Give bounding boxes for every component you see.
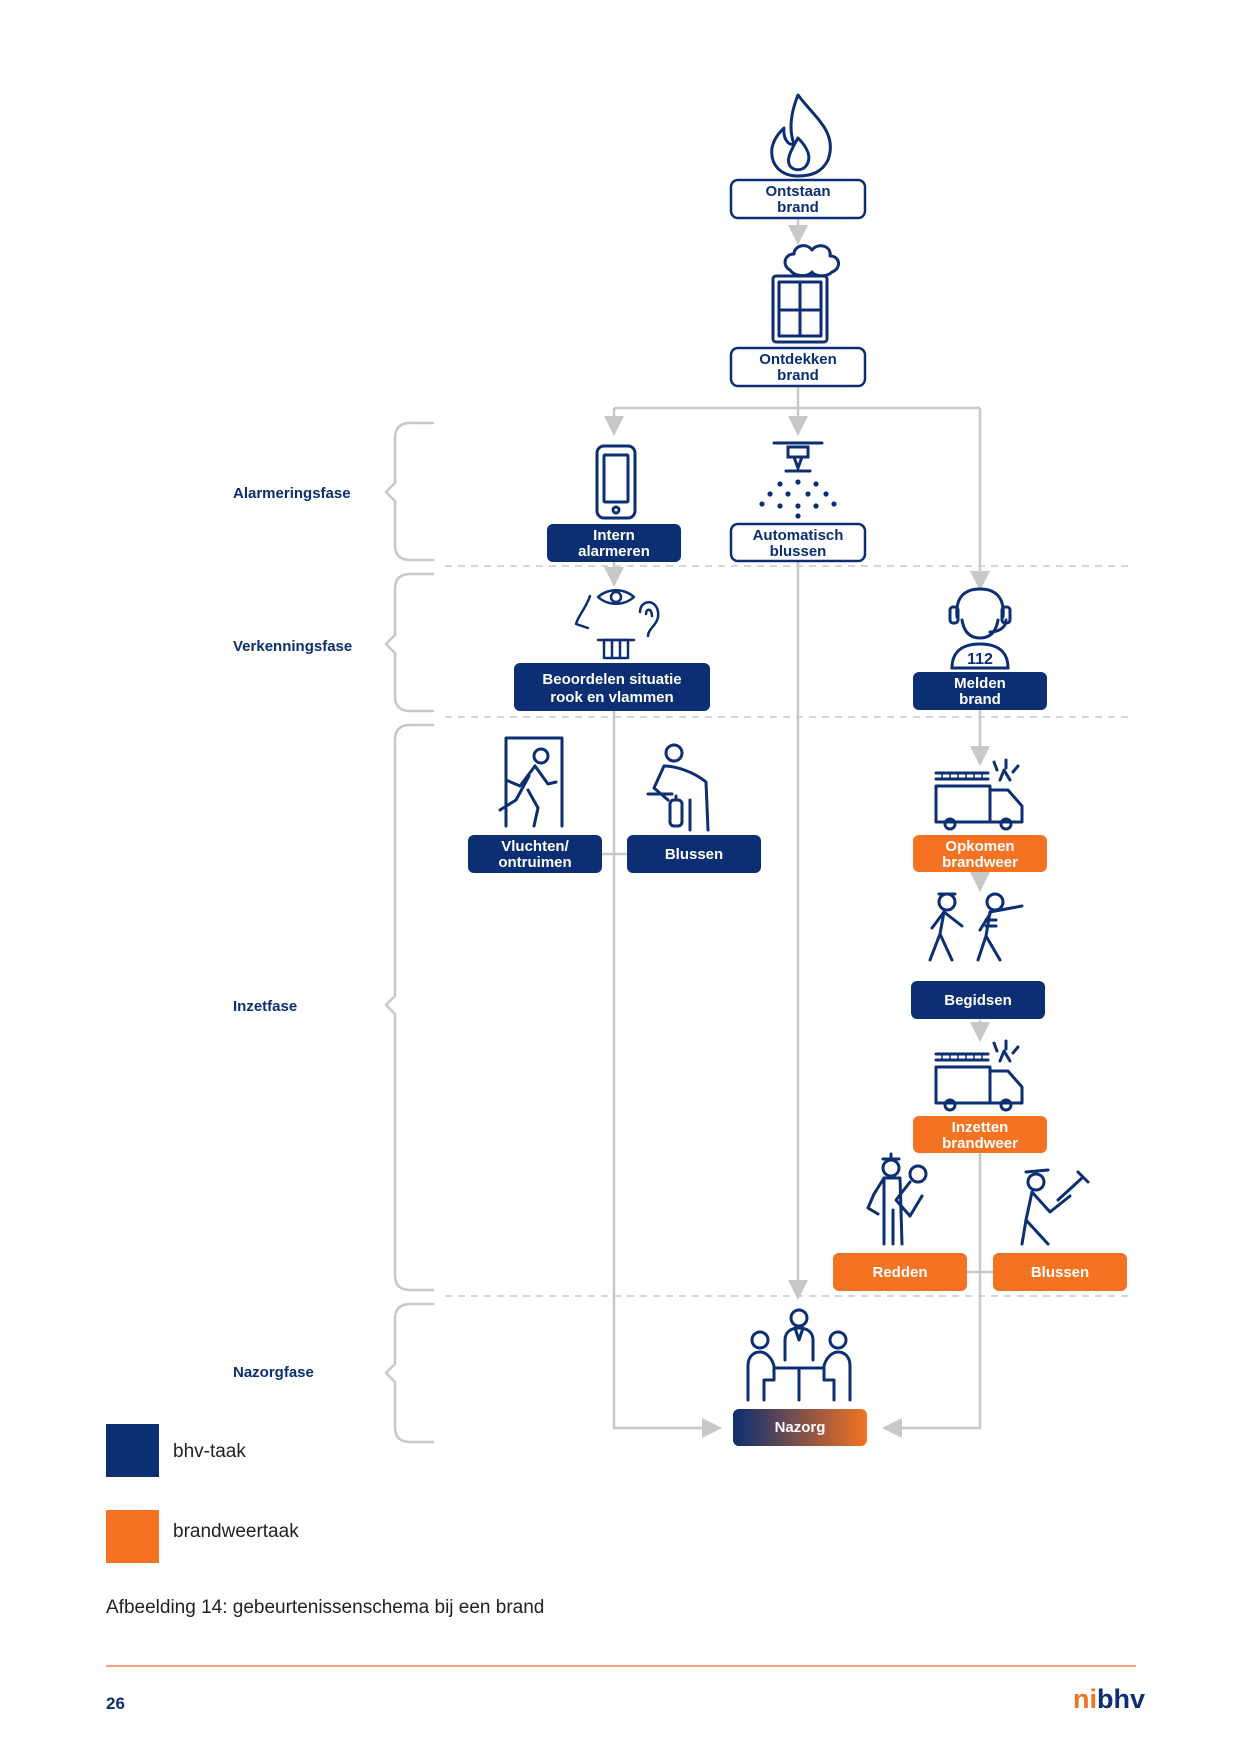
legend-label-brandweer: brandweertaak [173,1521,299,1542]
hose-firefighter-icon [1020,1168,1090,1246]
node-inzetten-line2: brandweer [942,1135,1018,1152]
node-intern-line1: Intern [593,527,635,544]
node-beoordelen-line1: Beoordelen situatie [542,671,681,688]
node-ontdekken-line2: brand [777,367,819,384]
node-melden-line1: Melden [954,675,1006,692]
nibhv-logo: nibhv [1073,1684,1145,1715]
phone-icon [595,444,637,520]
fire-truck-icon-2 [934,1039,1024,1112]
node-beoordelen-situatie: Beoordelen situatie rook en vlammen [514,663,710,711]
node-ontstaan-line1: Ontstaan [765,183,830,200]
logo-part-bhv: bhv [1097,1684,1146,1714]
connector-beoordelen-nazorg [612,711,722,1438]
node-ontdekken-line1: Ontdekken [759,351,837,368]
meeting-icon [746,1308,852,1402]
legend-swatch-bhv [106,1424,159,1477]
node-intern-alarmeren: Intern alarmeren [547,524,681,562]
node-nazorg: Nazorg [733,1409,867,1446]
node-inzetten-line1: Inzetten [952,1119,1009,1136]
node-blussen-bhv-label: Blussen [665,846,723,863]
legend-label-bhv: bhv-taak [173,1441,246,1462]
legend: bhv-taak brandweertaak [106,1424,299,1563]
node-begidsen: Begidsen [911,981,1045,1019]
headset-icon: 112 [948,587,1012,670]
phase-brackets [384,421,435,1444]
rescue-icon [866,1152,928,1246]
window-smoke-icon [771,244,840,344]
node-melden-brand: Melden brand [913,672,1047,710]
node-automatisch-line1: Automatisch [753,527,844,544]
extinguisher-person-icon [646,743,710,832]
node-opkomen-line2: brandweer [942,854,1018,871]
node-nazorg-label: Nazorg [775,1419,826,1436]
connector-inzetten-nazorg [882,1153,982,1438]
senses-icon [574,589,660,660]
node-opkomen-brandweer: Opkomen brandweer [913,835,1047,872]
node-automatisch-line2: blussen [770,543,827,560]
node-redden: Redden [833,1253,967,1291]
sprinkler-icon [759,441,837,519]
phase-label-nazorg: Nazorgfase [233,1364,314,1381]
evacuation-icon [498,736,564,828]
bracket-alarmering [384,421,435,562]
flame-icon [770,93,832,178]
node-ontstaan-brand: Ontstaan brand [729,178,867,220]
phase-label-inzet: Inzetfase [233,998,297,1015]
bracket-verkenning [384,572,435,713]
node-redden-label: Redden [872,1264,927,1281]
node-blussen-brandweer: Blussen [993,1253,1127,1291]
fire-truck-icon [934,758,1024,831]
phase-separators [445,565,1130,1297]
bracket-nazorg [384,1302,435,1444]
figure-caption: Afbeelding 14: gebeurtenissenschema bij … [106,1597,545,1618]
node-vluchten-ontruimen: Vluchten/ ontruimen [468,835,602,873]
node-vluchten-line1: Vluchten/ [501,838,569,855]
node-ontstaan-line2: brand [777,199,819,216]
guiding-people-icon [928,892,1024,962]
node-opkomen-line1: Opkomen [945,838,1014,855]
legend-swatch-brandweer [106,1510,159,1563]
node-blussen-bhv: Blussen [627,835,761,873]
connectors [601,219,994,1438]
phase-label-alarmering: Alarmeringsfase [233,485,351,502]
node-intern-line2: alarmeren [578,543,650,560]
node-melden-line2: brand [959,691,1001,708]
node-ontdekken-brand: Ontdekken brand [729,346,867,388]
node-blussen-bw-label: Blussen [1031,1264,1089,1281]
node-beoordelen-line2: rook en vlammen [550,689,673,706]
node-vluchten-line2: ontruimen [498,854,571,871]
page-number: 26 [106,1694,125,1713]
node-begidsen-label: Begidsen [944,992,1012,1009]
bracket-inzet [384,723,435,1292]
node-automatisch-blussen: Automatisch blussen [729,522,867,563]
headset-number: 112 [967,651,993,668]
node-inzetten-brandweer: Inzetten brandweer [913,1116,1047,1153]
footer-divider [106,1665,1136,1667]
logo-part-ni: ni [1073,1684,1097,1714]
phase-label-verkenning: Verkenningsfase [233,638,352,655]
